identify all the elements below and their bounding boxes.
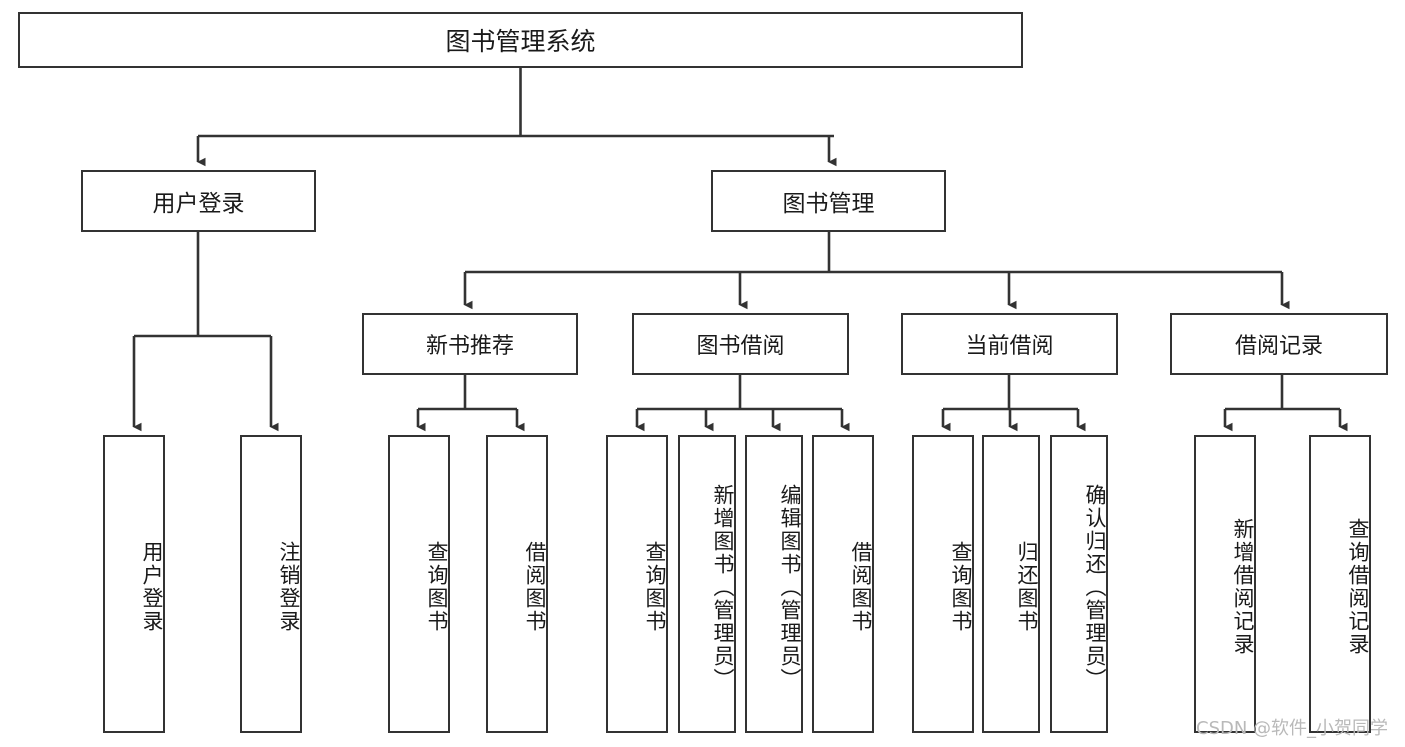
leaf-book-borrow-1[interactable]: 新增图书（管理员） [678,435,736,733]
node-root[interactable]: 图书管理系统 [18,12,1023,68]
node-user-login-label: 用户登录 [152,191,245,217]
leaf-new-book-recommend-1[interactable]: 借阅图书 [486,435,548,733]
node-current-borrow-label: 当前借阅 [965,334,1054,359]
leaf-label: 注销登录 [277,541,301,633]
node-borrow-record-label: 借阅记录 [1234,334,1323,359]
leaf-label: 借阅图书 [849,541,873,633]
leaf-user-login-1[interactable]: 注销登录 [240,435,302,733]
leaf-borrow-record-0[interactable]: 新增借阅记录 [1194,435,1256,733]
node-user-login[interactable]: 用户登录 [81,170,316,232]
leaf-label: 归还图书 [1015,541,1039,633]
leaf-current-borrow-2[interactable]: 确认归还（管理员） [1050,435,1108,733]
leaf-borrow-record-1[interactable]: 查询借阅记录 [1309,435,1371,733]
leaf-label: 查询图书 [425,541,449,633]
node-book-manage[interactable]: 图书管理 [711,170,946,232]
node-current-borrow[interactable]: 当前借阅 [901,313,1118,375]
node-new-book-recommend-label: 新书推荐 [425,334,514,359]
leaf-label: 查询图书 [949,541,973,633]
leaf-label: 确认归还（管理员） [1083,483,1107,691]
node-book-manage-label: 图书管理 [782,191,875,217]
node-book-borrow-label: 图书借阅 [696,334,785,359]
leaf-label: 查询图书 [643,541,667,633]
leaf-book-borrow-0[interactable]: 查询图书 [606,435,668,733]
leaf-new-book-recommend-0[interactable]: 查询图书 [388,435,450,733]
node-book-borrow[interactable]: 图书借阅 [632,313,849,375]
leaf-book-borrow-3[interactable]: 借阅图书 [812,435,874,733]
csdn-watermark: CSDN @软件_小贺同学 [1196,718,1389,739]
node-borrow-record[interactable]: 借阅记录 [1170,313,1388,375]
leaf-book-borrow-2[interactable]: 编辑图书（管理员） [745,435,803,733]
leaf-label: 借阅图书 [523,541,547,633]
leaf-label: 新增借阅记录 [1231,518,1255,656]
leaf-label: 编辑图书（管理员） [778,483,802,691]
leaf-label: 查询借阅记录 [1346,518,1370,656]
leaf-user-login-0[interactable]: 用户登录 [103,435,165,733]
node-new-book-recommend[interactable]: 新书推荐 [362,313,578,375]
leaf-current-borrow-0[interactable]: 查询图书 [912,435,974,733]
leaf-label: 新增图书（管理员） [711,483,735,691]
node-root-label: 图书管理系统 [445,27,596,56]
leaf-label: 用户登录 [140,541,164,633]
leaf-current-borrow-1[interactable]: 归还图书 [982,435,1040,733]
